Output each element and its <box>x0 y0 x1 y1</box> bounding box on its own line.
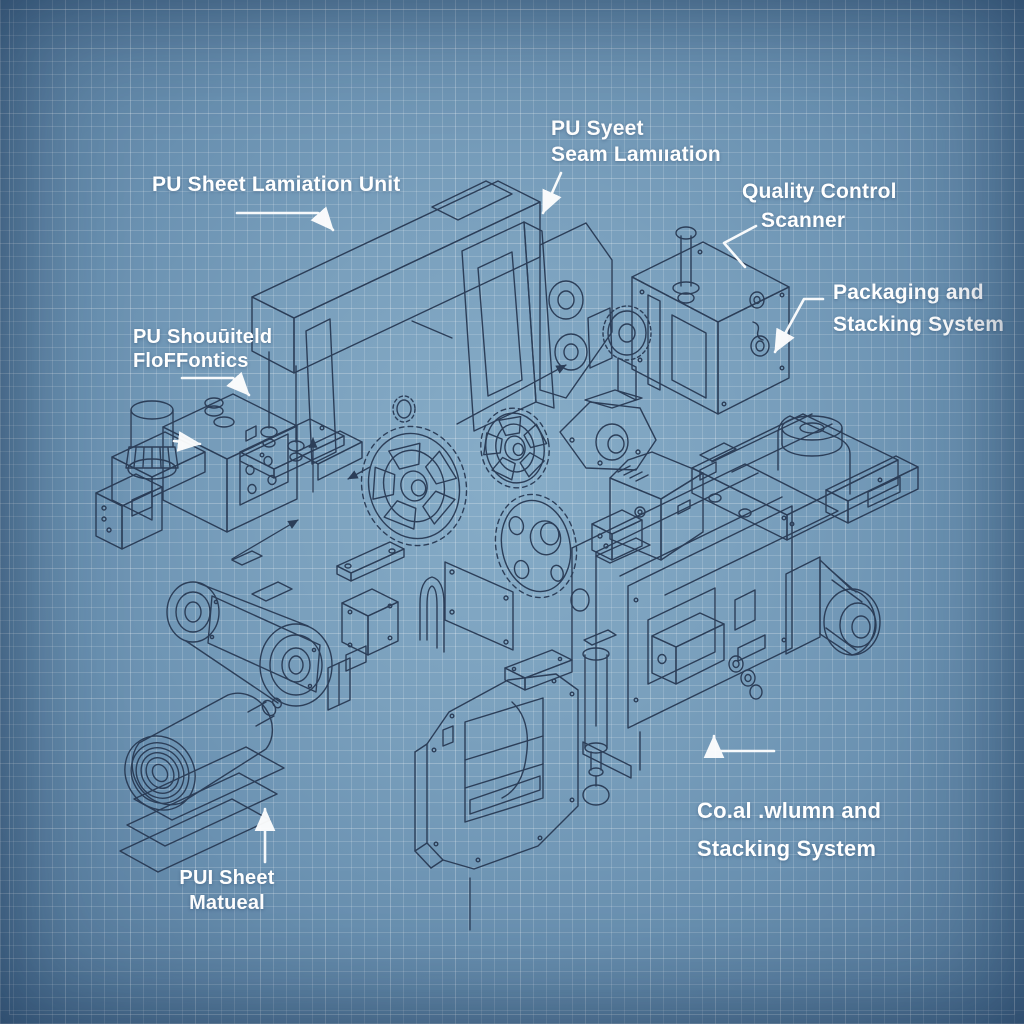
press-plate-assembly <box>414 629 617 870</box>
pu-sheet-lamination-unit <box>239 180 613 481</box>
gear-train <box>336 389 657 653</box>
hydraulic-power-unit <box>95 393 298 550</box>
gear-large <box>360 425 468 547</box>
label-lamination-unit: PU Sheet Lamiation Unit <box>152 172 400 198</box>
quality-control-scanner <box>602 226 790 415</box>
gear-motor-assembly <box>559 389 657 471</box>
label-packaging: Packaging and Stacking System <box>833 281 1005 336</box>
drive-unit-box <box>591 451 704 564</box>
leader-packaging <box>773 297 825 354</box>
belt-conveyor <box>166 550 399 711</box>
mounting-brackets <box>336 541 514 653</box>
label-coal-stacking: Co.al .wlumn and Stacking System <box>697 798 882 861</box>
label-quality-control: Quality Control Scanner <box>742 180 897 232</box>
leader-lamination-unit <box>235 206 335 232</box>
leader-seam-lamination <box>541 171 563 215</box>
label-leaders <box>172 171 825 864</box>
label-material: PUI Sheet Matueal <box>179 867 275 914</box>
leader-coal-stacking <box>703 734 776 759</box>
material-roll-and-sheets <box>119 692 285 873</box>
label-floffontics: PU Shouūiteld FloFFontics <box>133 326 273 372</box>
leader-scanner <box>722 224 758 269</box>
stacking-press-frame <box>570 461 881 779</box>
label-lamination-unit-text: PU Sheet Lamiation Unit <box>152 173 401 196</box>
packaging-stacking-machine <box>691 413 919 541</box>
gear-medium <box>480 407 550 489</box>
flow-arrow-white <box>172 431 202 452</box>
label-seam-lamination: PU Syeet Seam Lamııation <box>551 117 721 166</box>
flow-arrows <box>231 320 567 931</box>
gear-disc <box>494 493 578 599</box>
leader-floffontics <box>180 371 251 397</box>
